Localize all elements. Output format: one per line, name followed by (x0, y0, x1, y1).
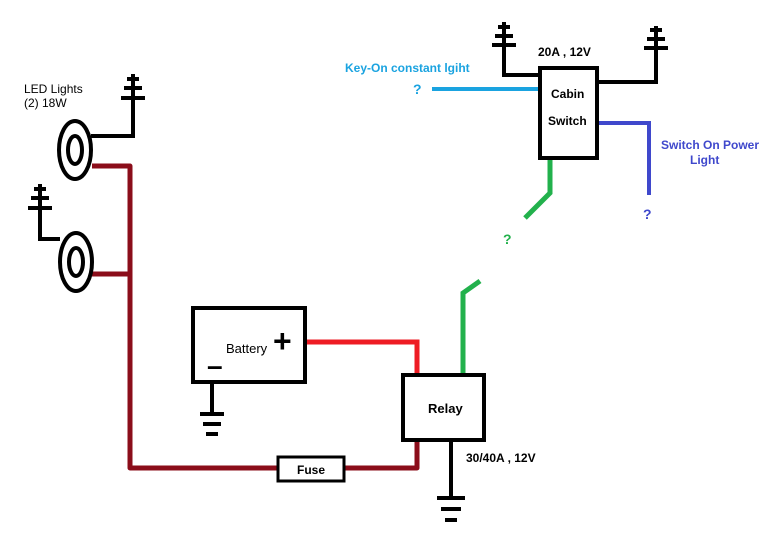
battery-box (191, 306, 307, 384)
ground-symbol-relay (437, 440, 465, 522)
led-light-top (57, 104, 135, 181)
green-wire (460, 158, 553, 375)
ground-symbol-led-bottom (28, 184, 52, 212)
ground-symbol-switch-right (597, 26, 668, 84)
switch-on-label-line1: Switch On Power (661, 138, 759, 152)
relay-box (401, 373, 486, 442)
cabin-switch-label-line1: Cabin (551, 87, 584, 101)
led-lights-label: LED Lights (24, 82, 83, 96)
battery-label: Battery (226, 341, 268, 356)
led-lights-wattage: (2) 18W (24, 96, 67, 110)
maroon-wire (92, 163, 420, 471)
cabin-switch-box (538, 66, 599, 160)
relay-rating: 30/40A , 12V (466, 451, 536, 465)
switch-on-label-line2: Light (690, 153, 719, 167)
cabin-switch-label-line2: Switch (548, 114, 587, 128)
key-on-question: ? (413, 81, 422, 97)
switch-power-question: ? (643, 206, 652, 222)
ground-symbol-led-top (121, 74, 145, 104)
fuse-label: Fuse (297, 463, 325, 477)
battery-plus-sign: + (273, 323, 292, 359)
green-wire-question: ? (503, 231, 512, 247)
led-light-bottom (38, 210, 94, 293)
ground-symbol-battery (200, 382, 224, 436)
switch-rating: 20A , 12V (538, 45, 591, 59)
fuse-box (276, 455, 346, 483)
red-wire (304, 339, 420, 375)
relay-label: Relay (428, 401, 463, 416)
ground-symbol-switch-left (492, 22, 540, 77)
key-on-label: Key-On constant lgiht (345, 61, 470, 75)
battery-minus-sign: – (207, 350, 223, 381)
switch-power-wire (597, 121, 651, 195)
